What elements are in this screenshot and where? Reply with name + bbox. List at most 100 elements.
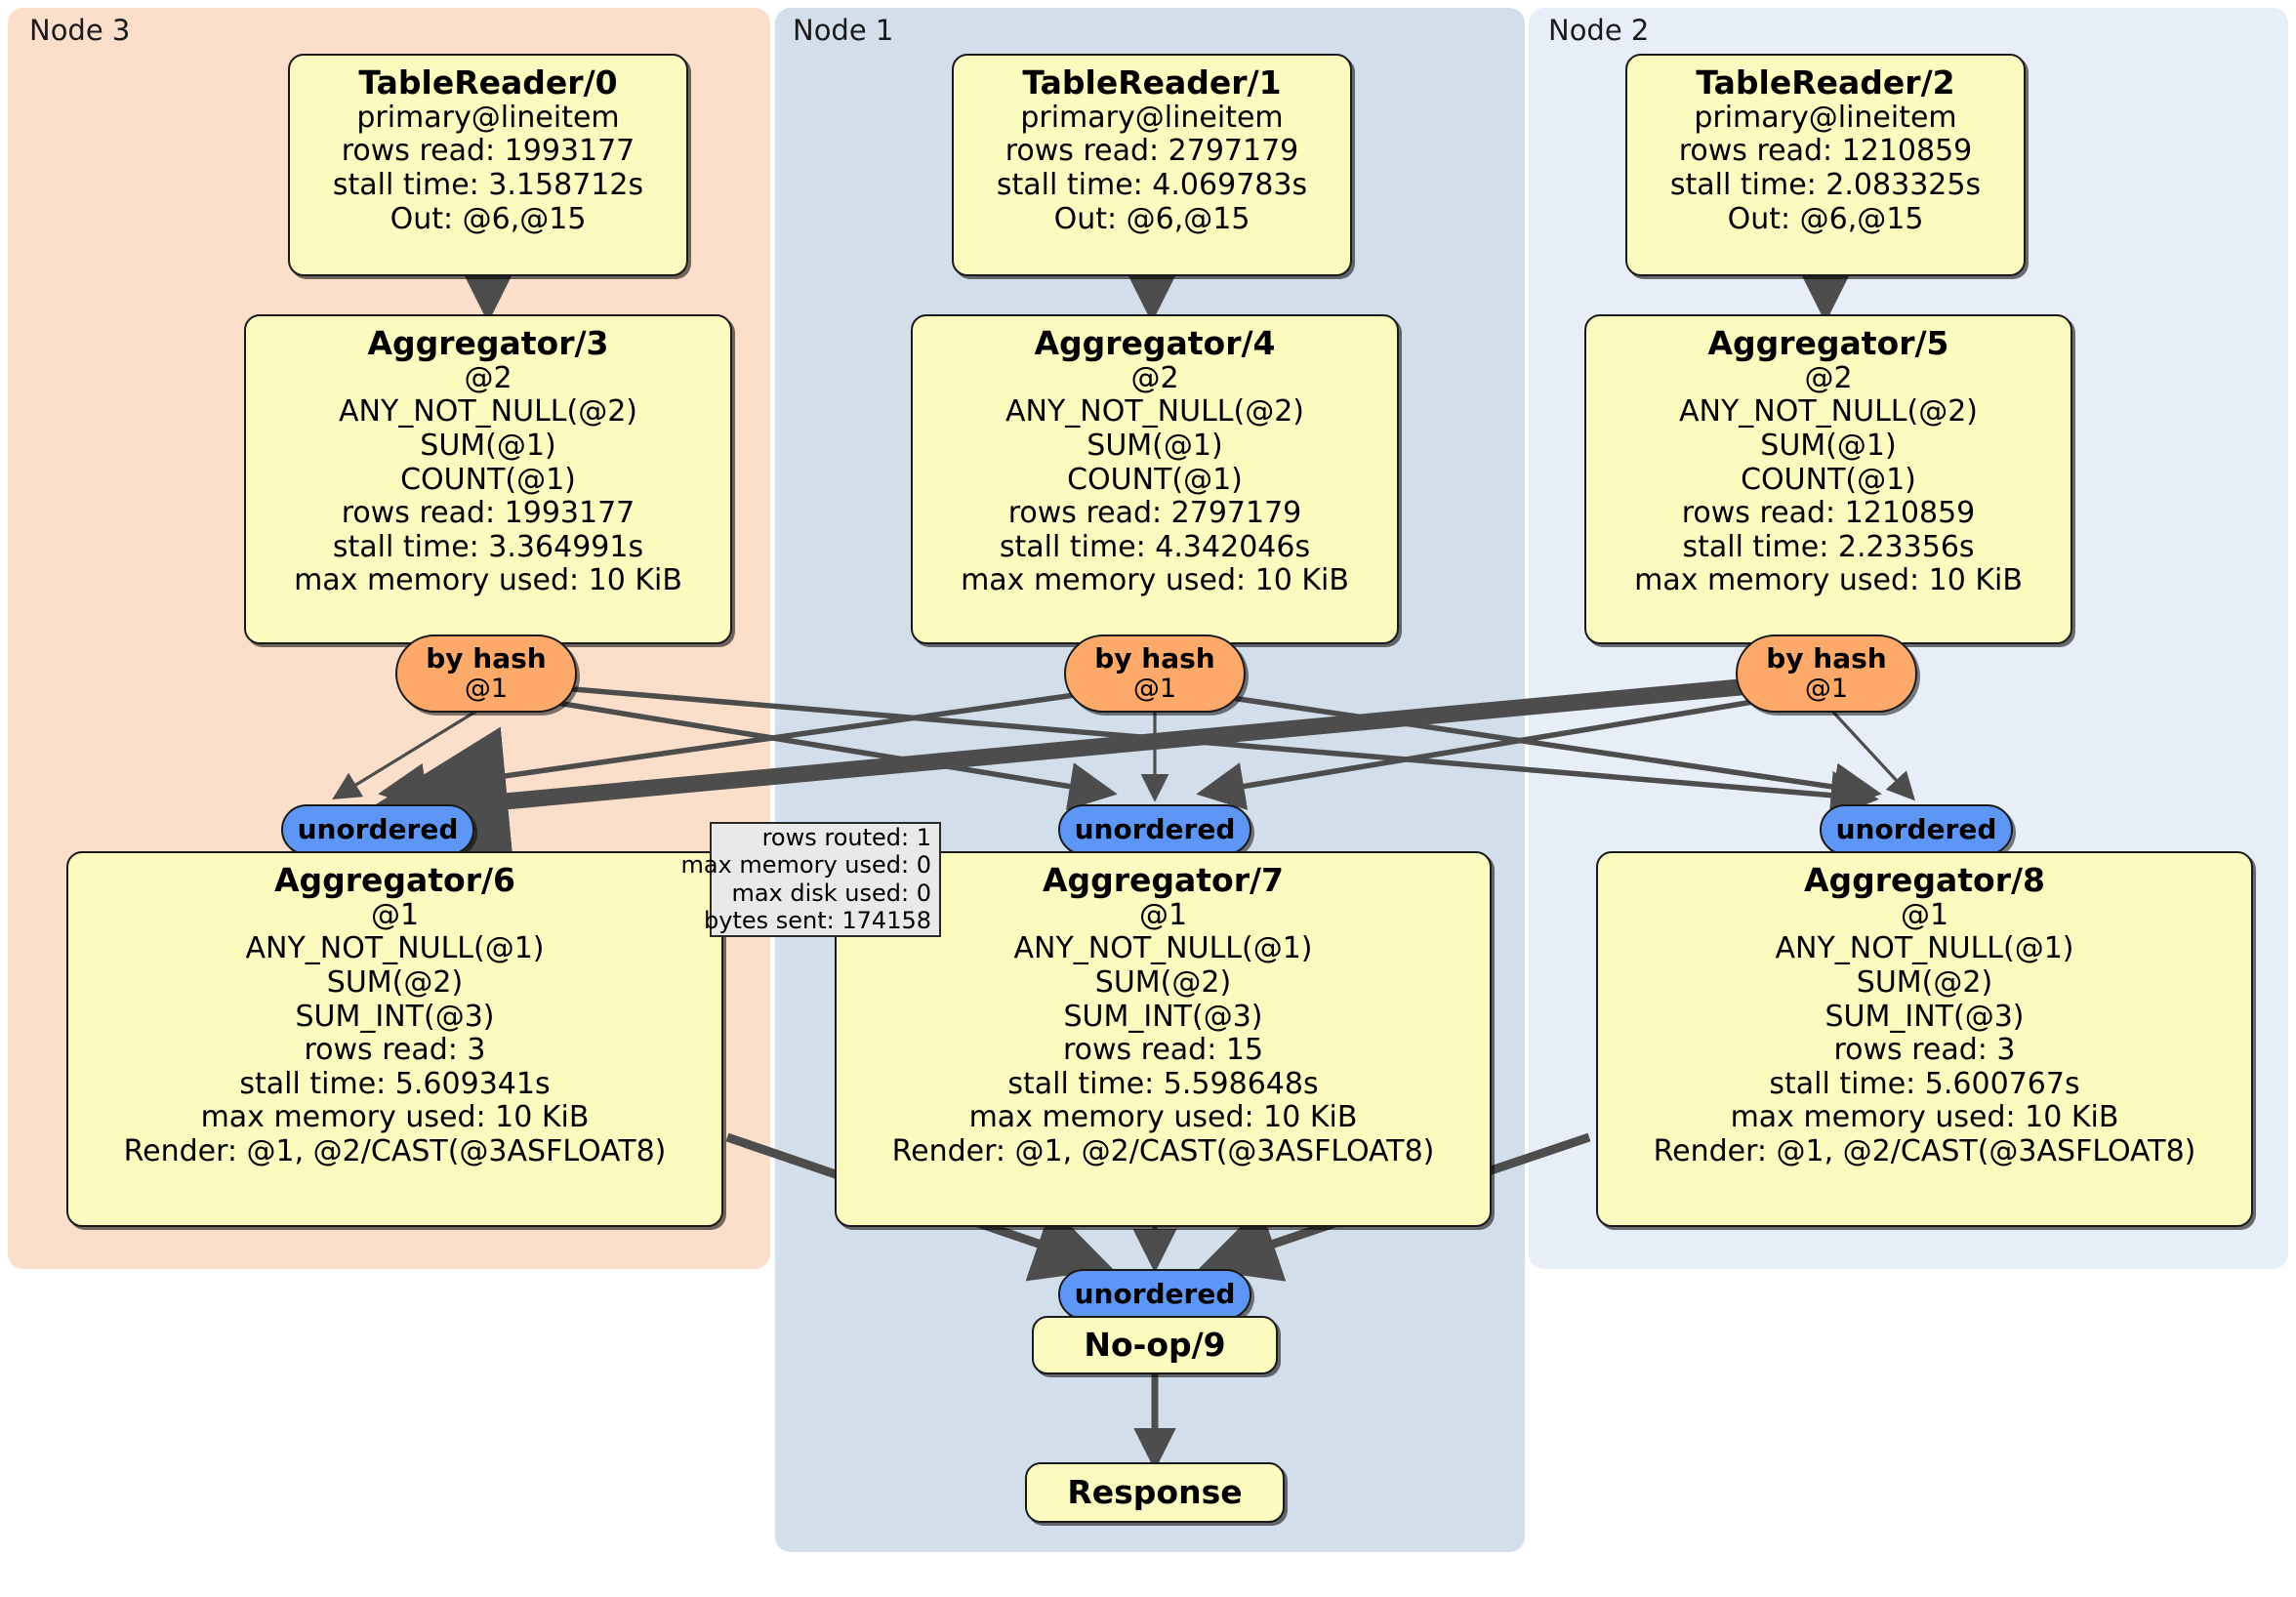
op-detail-line: max memory used: 10 KiB [294, 563, 682, 598]
op-detail-line: SUM_INT(@3) [1824, 999, 2025, 1034]
op-box-aggregator-6[interactable]: Aggregator/6 @1 ANY_NOT_NULL(@1) SUM(@2)… [66, 851, 723, 1227]
router-by-hash-node3[interactable]: by hash @1 [395, 635, 577, 713]
router-column: @1 [1804, 673, 1849, 704]
op-detail-line: stall time: 5.600767s [1769, 1066, 2080, 1101]
op-detail-line: stall time: 5.609341s [239, 1066, 551, 1101]
op-detail-line: @2 [1130, 360, 1179, 395]
op-title: TableReader/1 [1022, 63, 1282, 102]
op-detail-line: rows read: 2797179 [1004, 134, 1299, 169]
router-column: @1 [464, 673, 509, 704]
synchronizer-label: unordered [1835, 812, 1997, 845]
op-detail-line: @1 [1138, 897, 1188, 932]
synchronizer-label: unordered [1074, 812, 1236, 845]
op-detail-line: rows read: 1993177 [341, 496, 636, 531]
op-detail-line: primary@lineitem [1694, 100, 1957, 135]
op-detail-line: stall time: 5.598648s [1007, 1066, 1319, 1101]
synchronizer-unordered-final[interactable]: unordered [1058, 1269, 1251, 1320]
node-panel-label-node2: Node 2 [1548, 14, 1650, 47]
op-title: Aggregator/7 [1042, 861, 1285, 899]
op-detail-line: SUM(@2) [1856, 964, 1993, 1000]
op-detail-line: SUM_INT(@3) [1063, 999, 1263, 1034]
synchronizer-label: unordered [1074, 1277, 1236, 1310]
tooltip-line: rows routed: 1 [761, 824, 931, 852]
op-detail-line: ANY_NOT_NULL(@1) [1775, 931, 2074, 966]
op-detail-line: ANY_NOT_NULL(@2) [1005, 394, 1304, 430]
op-detail-line: rows read: 1210859 [1681, 496, 1976, 531]
op-title: Aggregator/5 [1707, 324, 1949, 362]
op-detail-line: max memory used: 10 KiB [961, 563, 1349, 598]
op-detail-line: max memory used: 10 KiB [968, 1100, 1358, 1135]
op-detail-line: stall time: 3.158712s [332, 167, 644, 202]
op-box-tablereader-1[interactable]: TableReader/1 primary@lineitem rows read… [952, 54, 1352, 276]
op-detail-line: Out: @6,@15 [1727, 201, 1924, 236]
op-title: Aggregator/8 [1803, 861, 2046, 899]
op-render-line: Render: @1, @2/CAST(@3ASFLOAT8) [123, 1134, 667, 1169]
op-detail-line: rows read: 3 [1833, 1033, 2016, 1068]
op-detail-line: @2 [1804, 360, 1853, 395]
op-box-aggregator-8[interactable]: Aggregator/8 @1 ANY_NOT_NULL(@1) SUM(@2)… [1596, 851, 2253, 1227]
synchronizer-label: unordered [297, 812, 459, 845]
op-detail-line: primary@lineitem [1020, 100, 1284, 135]
op-detail-line: SUM(@1) [420, 428, 556, 463]
op-detail-line: rows read: 2797179 [1007, 496, 1302, 531]
op-box-aggregator-3[interactable]: Aggregator/3 @2 ANY_NOT_NULL(@2) SUM(@1)… [244, 314, 732, 644]
op-box-aggregator-5[interactable]: Aggregator/5 @2 ANY_NOT_NULL(@2) SUM(@1)… [1584, 314, 2072, 644]
op-detail-line: max memory used: 10 KiB [1634, 563, 2023, 598]
op-title: TableReader/0 [358, 63, 618, 102]
op-detail-line: rows read: 1210859 [1678, 134, 1973, 169]
node-panel-label-node3: Node 3 [29, 14, 131, 47]
edge-stats-tooltip: rows routed: 1 max memory used: 0 max di… [680, 822, 941, 937]
op-detail-line: rows read: 3 [304, 1033, 486, 1068]
op-detail-line: Out: @6,@15 [390, 201, 587, 236]
op-title: Response [1067, 1473, 1243, 1512]
op-detail-line: stall time: 2.083325s [1669, 167, 1982, 202]
synchronizer-unordered-node2[interactable]: unordered [1820, 804, 2013, 855]
op-detail-line: COUNT(@1) [400, 462, 576, 497]
op-box-response[interactable]: Response [1025, 1462, 1285, 1523]
tooltip-line: bytes sent: 174158 [704, 906, 931, 934]
op-detail-line: ANY_NOT_NULL(@2) [1679, 394, 1978, 430]
op-detail-line: SUM(@2) [326, 964, 464, 1000]
op-detail-line: rows read: 15 [1062, 1033, 1264, 1068]
op-detail-line: @2 [464, 360, 512, 395]
op-detail-line: COUNT(@1) [1067, 462, 1243, 497]
op-box-aggregator-7[interactable]: Aggregator/7 @1 ANY_NOT_NULL(@1) SUM(@2)… [835, 851, 1492, 1227]
op-detail-line: SUM(@1) [1760, 428, 1897, 463]
router-label: by hash [1094, 642, 1215, 676]
op-detail-line: stall time: 4.342046s [999, 529, 1311, 564]
op-box-aggregator-4[interactable]: Aggregator/4 @2 ANY_NOT_NULL(@2) SUM(@1)… [911, 314, 1399, 644]
op-detail-line: primary@lineitem [356, 100, 620, 135]
tooltip-line: max disk used: 0 [731, 879, 931, 907]
op-render-line: Render: @1, @2/CAST(@3ASFLOAT8) [1653, 1134, 2196, 1169]
op-box-tablereader-2[interactable]: TableReader/2 primary@lineitem rows read… [1625, 54, 2026, 276]
op-detail-line: @1 [370, 897, 420, 932]
op-box-noop-9[interactable]: No-op/9 [1032, 1316, 1278, 1374]
tooltip-line: max memory used: 0 [680, 851, 931, 880]
op-detail-line: stall time: 4.069783s [996, 167, 1308, 202]
op-detail-line: stall time: 3.364991s [332, 529, 644, 564]
op-detail-line: COUNT(@1) [1741, 462, 1916, 497]
op-detail-line: ANY_NOT_NULL(@1) [245, 931, 545, 966]
op-detail-line: rows read: 1993177 [341, 134, 636, 169]
synchronizer-unordered-node1[interactable]: unordered [1058, 804, 1251, 855]
op-detail-line: max memory used: 10 KiB [200, 1100, 590, 1135]
op-detail-line: max memory used: 10 KiB [1730, 1100, 2119, 1135]
router-by-hash-node2[interactable]: by hash @1 [1736, 635, 1917, 713]
synchronizer-unordered-node3[interactable]: unordered [281, 804, 474, 855]
op-detail-line: ANY_NOT_NULL(@1) [1013, 931, 1313, 966]
router-label: by hash [1766, 642, 1887, 676]
op-detail-line: ANY_NOT_NULL(@2) [339, 394, 637, 430]
router-by-hash-node1[interactable]: by hash @1 [1064, 635, 1246, 713]
op-detail-line: @1 [1900, 897, 1949, 932]
op-title: No-op/9 [1084, 1326, 1226, 1365]
op-detail-line: stall time: 2.23356s [1682, 529, 1975, 564]
op-title: Aggregator/4 [1034, 324, 1276, 362]
op-title: Aggregator/6 [273, 861, 516, 899]
router-column: @1 [1132, 673, 1177, 704]
op-detail-line: SUM_INT(@3) [295, 999, 495, 1034]
router-label: by hash [426, 642, 547, 676]
node-panel-label-node1: Node 1 [793, 14, 894, 47]
op-box-tablereader-0[interactable]: TableReader/0 primary@lineitem rows read… [288, 54, 688, 276]
op-detail-line: SUM(@2) [1094, 964, 1232, 1000]
